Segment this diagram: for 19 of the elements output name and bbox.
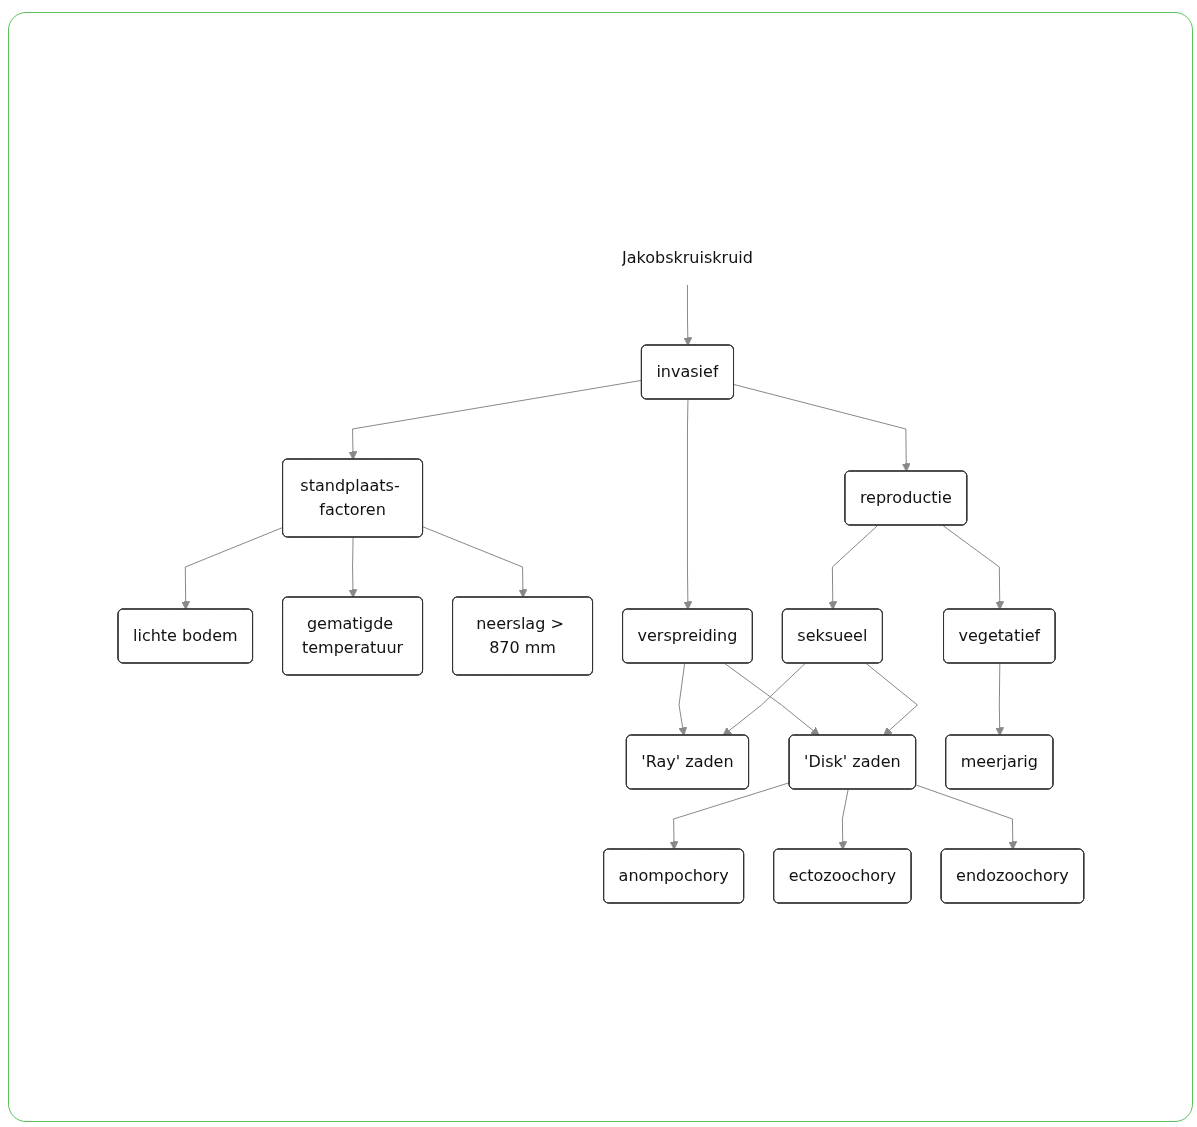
arrow [828, 525, 878, 610]
arrow [683, 284, 692, 346]
arrow [683, 399, 692, 610]
arrow [669, 782, 790, 850]
arrow [994, 663, 1004, 736]
arrow [422, 526, 527, 598]
arrow [722, 663, 806, 736]
arrow [348, 379, 642, 460]
arrow [942, 525, 1004, 610]
frame-border: Jakobskruiskruid invasief standplaats- factoren lichte bodem gematigde temperatuur neerslag > 870 mm verspreiding reproductie seksueel vegetatief 'Ray' zaden 'Disk' zaden meerjarig anompochory ectozoochory endozoochory [8, 12, 1193, 1122]
arrow [723, 663, 820, 736]
arrow [865, 663, 918, 736]
arrow [733, 384, 911, 472]
arrow [348, 537, 357, 598]
arrow [180, 526, 284, 610]
arrow [677, 663, 687, 736]
arrow [837, 789, 849, 850]
node-text: Jakobskruiskruid [621, 248, 753, 267]
arrow [915, 784, 1017, 850]
